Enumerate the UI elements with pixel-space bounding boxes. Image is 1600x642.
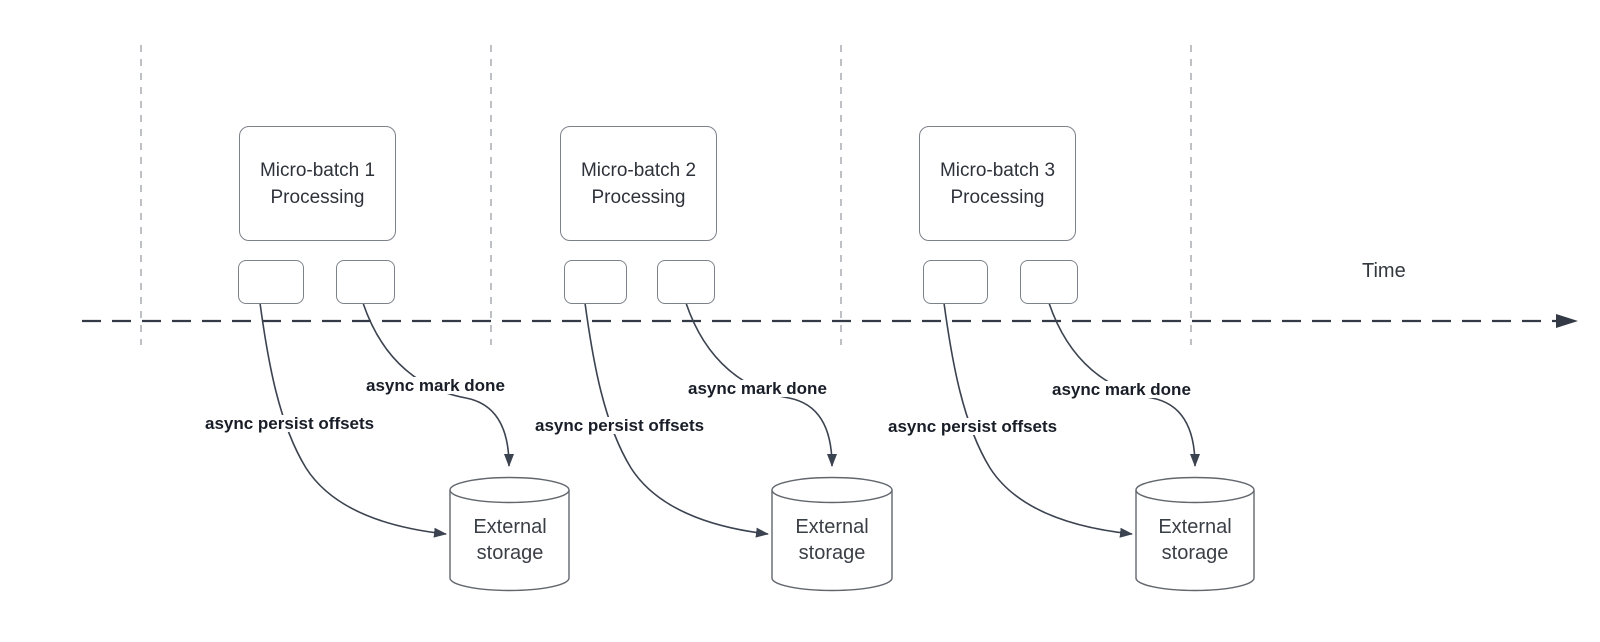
- external-storage-label-line1: External: [473, 516, 547, 538]
- external-storage-label: External storage: [1135, 514, 1255, 566]
- external-storage-label: External storage: [450, 514, 570, 566]
- micro-batch-label-line2: Processing: [591, 186, 686, 208]
- persist-offsets-arrow: [943, 302, 1133, 538]
- external-storage-label-line1: External: [795, 516, 869, 538]
- persist-offsets-arrow: [259, 302, 447, 538]
- mark-done-label: async mark done: [686, 379, 829, 398]
- external-storage-cylinder: [449, 476, 570, 592]
- persist-offsets-label: async persist offsets: [533, 416, 707, 435]
- async-op-box-persist: [923, 260, 988, 304]
- external-storage-label-line2: storage: [476, 542, 544, 564]
- async-op-box-persist: [564, 260, 627, 304]
- async-op-box-done: [336, 260, 395, 304]
- external-storage-label-line1: External: [1158, 516, 1232, 538]
- time-axis-label: Time: [1362, 260, 1406, 282]
- external-storage-label: External storage: [772, 514, 892, 566]
- micro-batch-label-line1: Micro-batch 1: [259, 159, 376, 181]
- persist-offsets-label: async persist offsets: [886, 417, 1060, 436]
- micro-batch-label-line2: Processing: [950, 186, 1045, 208]
- async-op-box-persist: [238, 260, 304, 304]
- micro-batch-box: Micro-batch 1 Processing: [239, 126, 396, 241]
- persist-offsets-arrow: [584, 302, 769, 538]
- async-op-box-done: [1020, 260, 1078, 304]
- micro-batch-label-line1: Micro-batch 2: [580, 159, 697, 181]
- micro-batch-box: Micro-batch 3 Processing: [919, 126, 1076, 241]
- external-storage-cylinder: [771, 476, 893, 592]
- async-op-box-done: [657, 260, 715, 304]
- external-storage-label-line2: storage: [1161, 542, 1229, 564]
- micro-batch-label-line2: Processing: [270, 186, 365, 208]
- micro-batch-label-line1: Micro-batch 3: [939, 159, 1056, 181]
- persist-offsets-label: async persist offsets: [203, 414, 377, 433]
- mark-done-label: async mark done: [1050, 380, 1193, 399]
- external-storage-cylinder: [1135, 476, 1255, 592]
- external-storage-label-line2: storage: [798, 542, 866, 564]
- mark-done-label: async mark done: [364, 376, 507, 395]
- micro-batch-box: Micro-batch 2 Processing: [560, 126, 717, 241]
- mark-done-arrow: [362, 302, 514, 467]
